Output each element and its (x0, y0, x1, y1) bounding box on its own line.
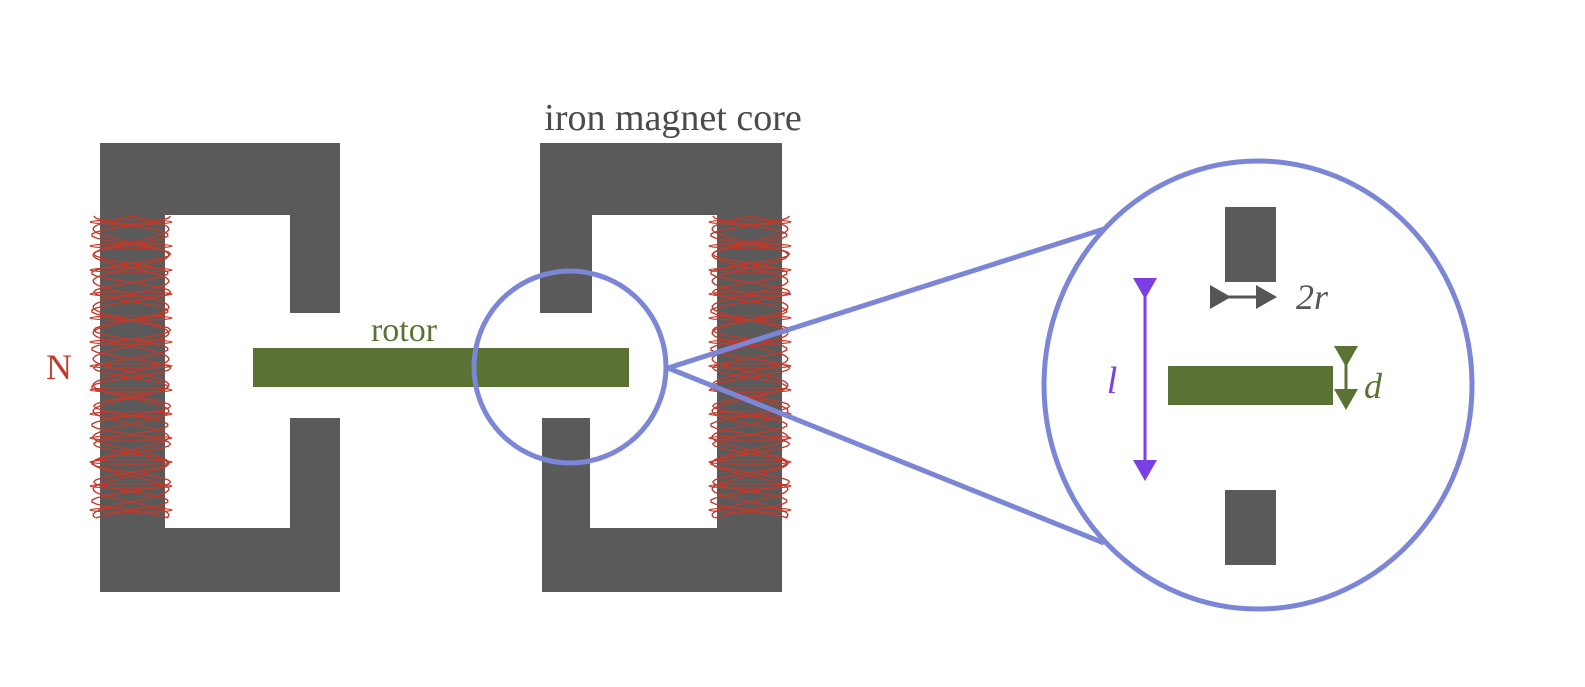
coil-loop (708, 243, 792, 249)
coil-loop (89, 435, 173, 441)
coil-loop (708, 435, 792, 441)
coil-loop (89, 459, 173, 465)
magnifier-line-bottom (667, 365, 1105, 546)
coil-loop (708, 363, 792, 369)
core-label: iron magnet core (544, 97, 801, 139)
coil-loop (708, 315, 792, 321)
zoom-rotor-bar (1168, 366, 1333, 405)
coil-loop (89, 507, 173, 513)
magnifier-small-circle (471, 268, 669, 466)
coil-loop (708, 291, 792, 297)
length-label: l (1107, 360, 1118, 402)
coil-loop (89, 267, 173, 273)
coil-loop (89, 363, 173, 369)
coil-loop (89, 339, 173, 345)
coil-loop (89, 243, 173, 249)
coil-loop (708, 507, 792, 513)
zoom-pole-top (1225, 207, 1276, 282)
coil-loop (89, 387, 173, 393)
coil-loop (89, 315, 173, 321)
coil-loop (89, 291, 173, 297)
coil-strand (92, 215, 170, 519)
zoom-pole-bottom (1225, 490, 1276, 565)
coil-loop (708, 219, 792, 225)
coil-loop (708, 267, 792, 273)
thickness-label: d (1364, 366, 1383, 406)
coil-loop (708, 411, 792, 417)
rotor-label: rotor (371, 312, 438, 349)
coil-loop (708, 459, 792, 465)
right-coil-windings (708, 215, 792, 519)
coil-strand (92, 215, 170, 519)
coil-loop (708, 483, 792, 489)
right-iron-core (540, 143, 782, 592)
coil-loop (89, 411, 173, 417)
magnifier-line-top (667, 226, 1105, 371)
coil-loop (708, 387, 792, 393)
coil-loop (89, 483, 173, 489)
coil-strand (711, 215, 789, 519)
left-iron-core (100, 143, 340, 592)
coil-strand (711, 215, 789, 519)
gap-width-label: 2r (1296, 277, 1329, 317)
turns-label: N (46, 347, 72, 387)
left-coil-windings (89, 215, 173, 519)
coil-loop (89, 219, 173, 225)
rotor-bar (253, 348, 629, 387)
